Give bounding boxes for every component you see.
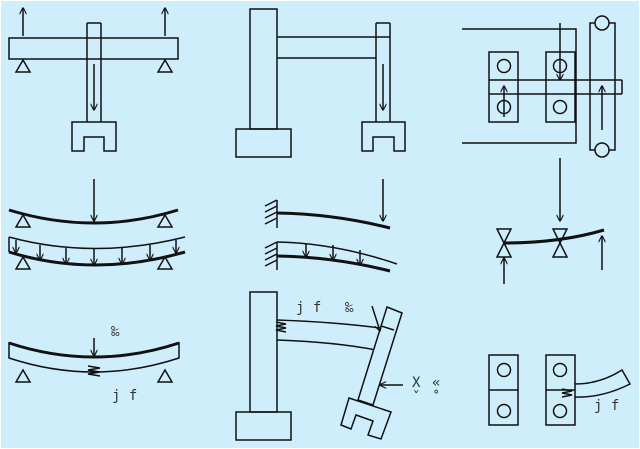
label-p7-jf: j f — [112, 388, 137, 404]
pin-circle — [552, 362, 568, 378]
pin-symbol — [551, 228, 569, 258]
clamp-bracket — [340, 397, 392, 440]
panel-column-arm: j f ‰ X « ˇ ˚ — [235, 291, 440, 441]
label-p8-guillemet: « — [432, 375, 440, 391]
clamp-bracket — [71, 121, 117, 152]
pin-circle — [496, 58, 512, 74]
panel-beam-on-column — [8, 8, 179, 152]
spring-zigzag — [561, 388, 573, 398]
pin-circle — [496, 403, 512, 419]
label-p8-jf: j f — [296, 300, 321, 316]
panel-pin-blocks — [462, 15, 623, 158]
pin-circle — [496, 362, 512, 378]
panel-cantilevers — [264, 179, 398, 273]
label-p8-caron: ˇ — [412, 390, 420, 406]
support-triangle-left — [14, 58, 32, 73]
support-triangle-right — [156, 368, 174, 383]
distributed-load-arrows — [306, 243, 360, 265]
support-triangle-left — [14, 368, 32, 383]
link-end-circle — [594, 15, 610, 31]
clamp-bracket — [361, 121, 406, 152]
support-triangle-right — [156, 58, 174, 73]
label-p8-x: X — [412, 375, 421, 391]
distributed-load-arrows — [16, 240, 176, 265]
label-p9-jf: j f — [594, 398, 619, 414]
label-p8-sym: ‰ — [345, 300, 354, 316]
pin-circle — [552, 403, 568, 419]
pin-symbol — [495, 228, 513, 258]
support-triangle-left — [14, 213, 32, 228]
panel-curved-beam: ‰ j f — [8, 324, 180, 404]
panel-bent-link — [495, 158, 604, 284]
panel-frame — [235, 8, 406, 158]
panel-bent-beams — [8, 179, 186, 270]
label-p8-ring: ˚ — [432, 389, 440, 406]
support-triangle-right — [156, 255, 174, 270]
pin-circle — [552, 99, 568, 115]
wall-hatching — [264, 199, 278, 225]
wall-hatching — [264, 241, 278, 267]
panel-blocks-arm: j f — [488, 354, 632, 426]
support-triangle-left — [14, 255, 32, 270]
label-p7-sym: ‰ — [111, 324, 120, 340]
spring-zigzag — [87, 365, 101, 377]
spring-zigzag — [275, 321, 287, 333]
link-end-circle — [594, 142, 610, 158]
load-arrow-down — [371, 305, 380, 331]
support-triangle-right — [156, 213, 174, 228]
